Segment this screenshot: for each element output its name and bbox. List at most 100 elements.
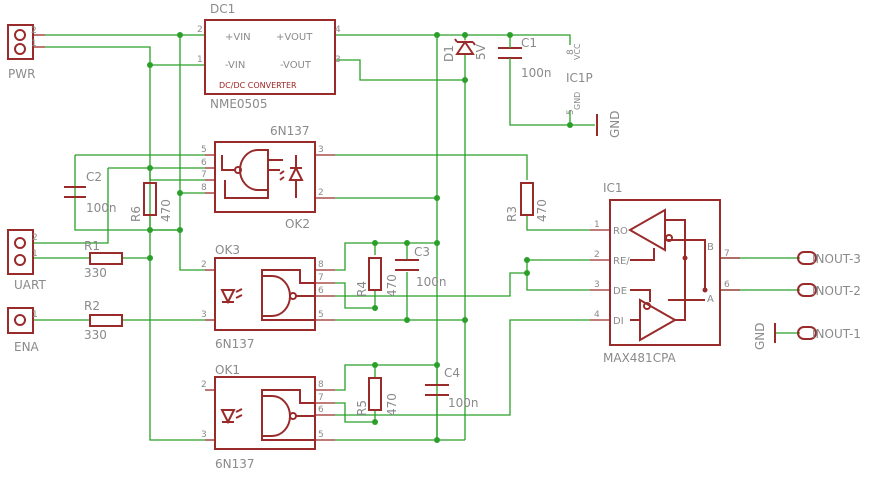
connector-uart: 2 1 UART (7, 229, 46, 292)
resistor-r3: R3 470 (505, 182, 549, 222)
transceiver-ic1: IC1 MAX481CPA RO RE/ DE DI 1 2 3 4 B A 7… (590, 181, 740, 365)
ok2-part: 6N137 (270, 124, 310, 138)
ic1-pin-re: RE/ (613, 256, 630, 267)
resistor-r4: R4 470 (355, 257, 399, 297)
dc1-pin-num-3: 3 (335, 55, 341, 65)
resistor-r6: R6 470 (129, 182, 173, 222)
ok1-pin-8: 8 (318, 380, 324, 390)
resistor-r2: R2 330 (84, 299, 123, 342)
ic1-pin-ro: RO (613, 226, 628, 237)
junctions (147, 32, 573, 443)
dc1-pin-num-2: 2 (197, 25, 203, 35)
ic1-ref: IC1 (603, 181, 623, 195)
uart-pin-1: 1 (32, 249, 38, 259)
ok2-pin-5: 5 (201, 145, 207, 155)
d1-ref: D1 (442, 45, 456, 62)
ic1-pin-a: A (707, 294, 714, 305)
ok3-ref: OK3 (215, 243, 240, 257)
r3-value: 470 (535, 199, 549, 222)
uart-label: UART (14, 278, 46, 292)
r6-ref: R6 (129, 206, 143, 222)
ic1-pin-3: 3 (594, 280, 600, 290)
dc1-pin-vout-p: +VOUT (276, 32, 313, 43)
gnd-top-label: GND (608, 110, 622, 138)
r6-value: 470 (159, 199, 173, 222)
resistor-r1: R1 330 (84, 239, 123, 280)
ena-pin-1: 1 (32, 310, 38, 320)
ic1-pin-4: 4 (594, 310, 600, 320)
dc1-value: NME0505 (210, 97, 267, 111)
capacitor-c4: C4 100n (425, 366, 479, 410)
ic1-value: MAX481CPA (603, 351, 677, 365)
resistor-r5: R5 470 (355, 377, 399, 416)
ic1-pin-de: DE (613, 286, 627, 297)
capacitor-c1: C1 100n (498, 36, 552, 80)
dc1-pin-vin-p: +VIN (225, 32, 251, 43)
dc1-pin-vin-n: -VIN (225, 60, 245, 71)
ok2-pin-8: 8 (201, 183, 207, 193)
ok1-pin-7: 7 (318, 393, 324, 403)
ok1-pin-6: 6 (318, 405, 324, 415)
output-inout-1: INOUT-1 (812, 327, 861, 341)
ic1p-pin-vcc-num: 8 (566, 49, 576, 55)
ok2-pin-7: 7 (201, 170, 207, 180)
ok3-pin-3: 3 (201, 310, 207, 320)
r5-ref: R5 (355, 400, 369, 416)
ic1-pin-di: DI (613, 316, 624, 327)
ic1-pin-1: 1 (594, 220, 600, 230)
c3-value: 100n (416, 275, 447, 289)
dc1-ref: DC1 (210, 2, 235, 16)
ic1-pin-b: B (707, 242, 714, 253)
r3-ref: R3 (505, 206, 519, 222)
connector-pwr: 2 1 PWR (7, 24, 45, 81)
c2-ref: C2 (86, 170, 102, 184)
optocoupler-ok3: OK3 6N137 2 3 8 7 6 5 (201, 243, 335, 351)
pwr-pin-1: 1 (31, 39, 37, 49)
r2-value: 330 (84, 328, 107, 342)
dc1-pin-num-1: 1 (197, 55, 203, 65)
c1-ref: C1 (521, 36, 537, 50)
c2-value: 100n (86, 201, 117, 215)
dc1-pin-num-4: 4 (335, 25, 341, 35)
pwr-pin-2: 2 (31, 26, 37, 36)
r4-value: 470 (385, 274, 399, 297)
ok2-pin-6: 6 (201, 158, 207, 168)
pwr-label: PWR (8, 67, 35, 81)
output-inout-3: INOUT-3 (812, 252, 861, 266)
connector-ena: 1 ENA (7, 307, 40, 354)
ok1-pin-3: 3 (201, 430, 207, 440)
ic1p-vcc: VCC (573, 43, 582, 60)
capacitor-c3: C3 100n (395, 245, 447, 289)
ic1-pin-7: 7 (724, 249, 730, 259)
wires (33, 34, 800, 441)
ic1p-pin-gnd-num: 5 (566, 109, 576, 115)
r1-value: 330 (84, 266, 107, 280)
ok2-ref: OK2 (285, 217, 310, 231)
gnd-symbol-output: GND (753, 322, 776, 350)
ok2-pin-3: 3 (318, 145, 324, 155)
capacitor-c2: C2 100n (64, 170, 117, 215)
ok3-part: 6N137 (215, 337, 255, 351)
ok2-pin-2: 2 (318, 188, 324, 198)
r5-value: 470 (385, 393, 399, 416)
uart-pin-2: 2 (32, 233, 38, 243)
ok3-pin-8: 8 (318, 260, 324, 270)
d1-value: 5V (474, 43, 488, 60)
c4-ref: C4 (444, 366, 460, 380)
dc1-pin-vout-n: -VOUT (280, 60, 312, 71)
ok1-part: 6N137 (215, 457, 255, 471)
ok3-pin-5: 5 (318, 310, 324, 320)
ena-label: ENA (14, 340, 40, 354)
ic1p-power-pins: 8 VCC IC1P 5 GND (566, 43, 593, 115)
ok3-pin-2: 2 (201, 260, 207, 270)
r4-ref: R4 (355, 281, 369, 297)
zener-diode-d1: D1 5V (442, 38, 488, 62)
dc1-body-text: DC/DC CONVERTER (219, 81, 297, 90)
c1-value: 100n (521, 66, 552, 80)
dc-converter-dc1: DC1 +VIN -VIN +VOUT -VOUT DC/DC CONVERTE… (197, 2, 341, 111)
c3-ref: C3 (414, 245, 430, 259)
r2-ref: R2 (84, 299, 100, 313)
output-terminals: INOUT-3 INOUT-2 INOUT-1 (797, 251, 861, 341)
c4-value: 100n (448, 396, 479, 410)
